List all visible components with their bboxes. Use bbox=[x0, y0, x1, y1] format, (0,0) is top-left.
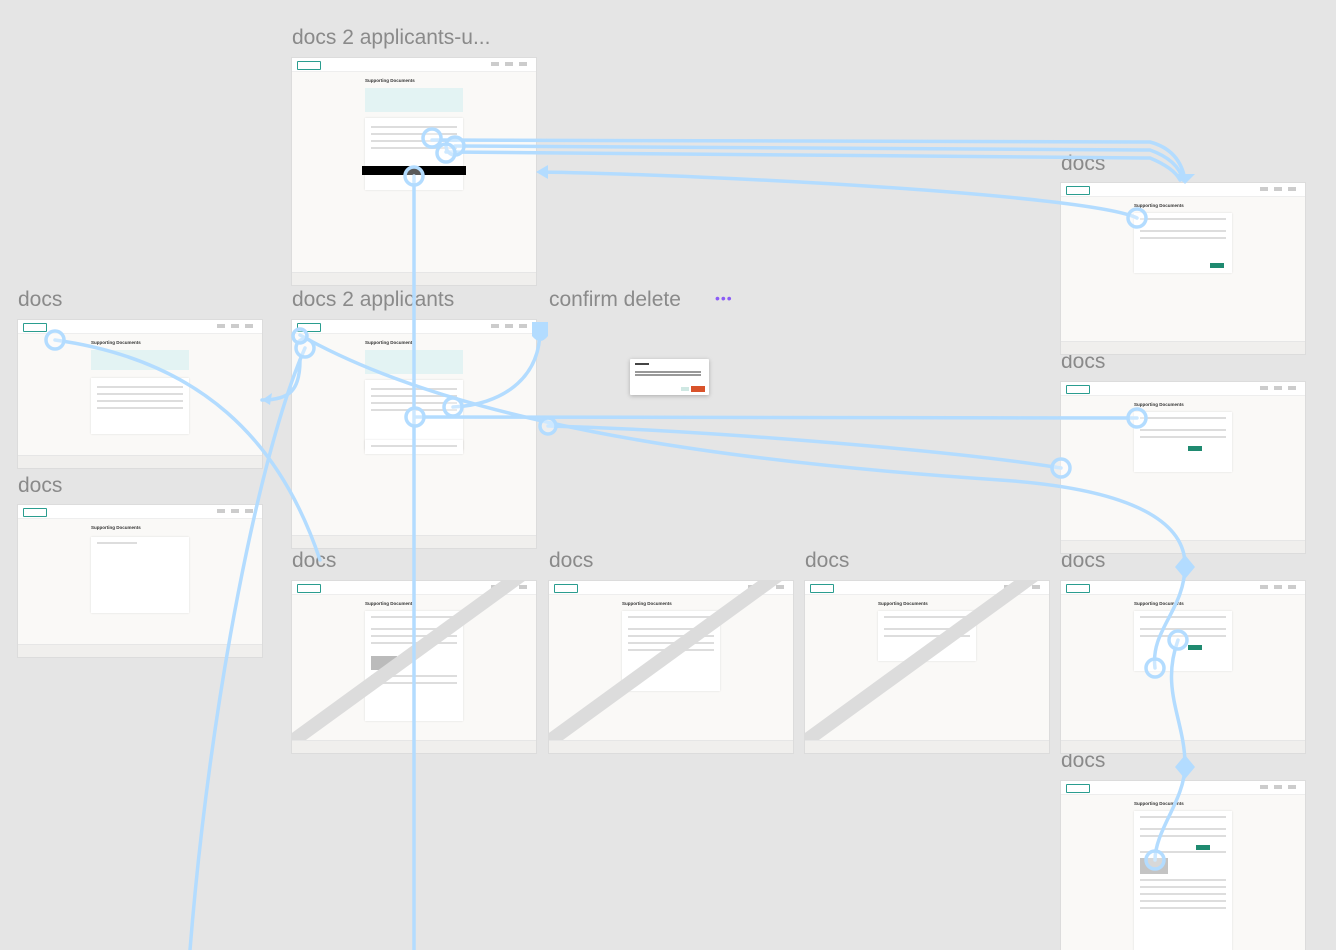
frame-label[interactable]: docs bbox=[1061, 749, 1106, 772]
connection-wire bbox=[546, 424, 1063, 470]
confirm-delete-label[interactable]: confirm delete bbox=[549, 288, 681, 311]
page-title: Supporting Documents bbox=[878, 601, 928, 606]
frame-label[interactable]: docs bbox=[18, 474, 63, 497]
frame-docs-2-applicants-upload[interactable]: Supporting Documents bbox=[292, 58, 536, 285]
arrow-head-icon bbox=[536, 165, 548, 179]
diamond-icon bbox=[1175, 555, 1195, 579]
confirm-delete-dialog[interactable] bbox=[630, 359, 709, 395]
page-title: Supporting Documents bbox=[365, 78, 415, 83]
frame-docs[interactable]: Supporting Documents bbox=[549, 581, 793, 753]
frame-label[interactable]: docs bbox=[292, 549, 337, 572]
delete-button[interactable] bbox=[691, 386, 705, 392]
frame-docs[interactable]: Supporting Documents bbox=[805, 581, 1049, 753]
frame-docs[interactable]: Supporting Documents bbox=[1061, 183, 1305, 354]
logo-icon bbox=[297, 61, 321, 70]
diamond-icon bbox=[1175, 755, 1195, 779]
page-title: Supporting Documents bbox=[365, 340, 415, 345]
arrow-head-icon bbox=[262, 393, 272, 405]
frame-label[interactable]: docs bbox=[1061, 152, 1106, 172]
connection-wire bbox=[538, 170, 1139, 220]
page-title: Supporting Documents bbox=[365, 601, 415, 606]
frame-docs[interactable]: Supporting Documents bbox=[1061, 581, 1305, 753]
cancel-button[interactable] bbox=[681, 387, 689, 391]
frame-docs[interactable]: Supporting Documents bbox=[18, 505, 262, 657]
more-dots-icon[interactable]: ••• bbox=[715, 290, 733, 306]
frame-docs[interactable]: Supporting Documents bbox=[292, 581, 536, 753]
page-title: Supporting Documents bbox=[1134, 601, 1184, 606]
frame-docs[interactable]: Supporting Documents bbox=[18, 320, 262, 468]
frame-label[interactable]: docs bbox=[18, 288, 63, 311]
page-title: Supporting Documents bbox=[91, 340, 141, 345]
frame-docs-2-applicants[interactable]: Supporting Documents bbox=[292, 320, 536, 548]
frame-label[interactable]: docs 2 applicants-u... bbox=[292, 26, 491, 49]
page-title: Supporting Documents bbox=[622, 601, 672, 606]
frame-label[interactable]: docs bbox=[805, 549, 850, 572]
frame-docs[interactable]: Supporting Documents bbox=[1061, 781, 1305, 950]
toast bbox=[362, 166, 466, 175]
page-title: Supporting Documents bbox=[1134, 203, 1184, 208]
frame-label[interactable]: docs bbox=[549, 549, 594, 572]
hotspot-circle bbox=[538, 416, 558, 436]
page-title: Supporting Documents bbox=[1134, 402, 1184, 407]
frame-docs[interactable]: Supporting Documents bbox=[1061, 382, 1305, 553]
page-title: Supporting Documents bbox=[91, 525, 141, 530]
frame-label[interactable]: docs 2 applicants bbox=[292, 288, 455, 311]
page-title: Supporting Documents bbox=[1134, 801, 1184, 806]
